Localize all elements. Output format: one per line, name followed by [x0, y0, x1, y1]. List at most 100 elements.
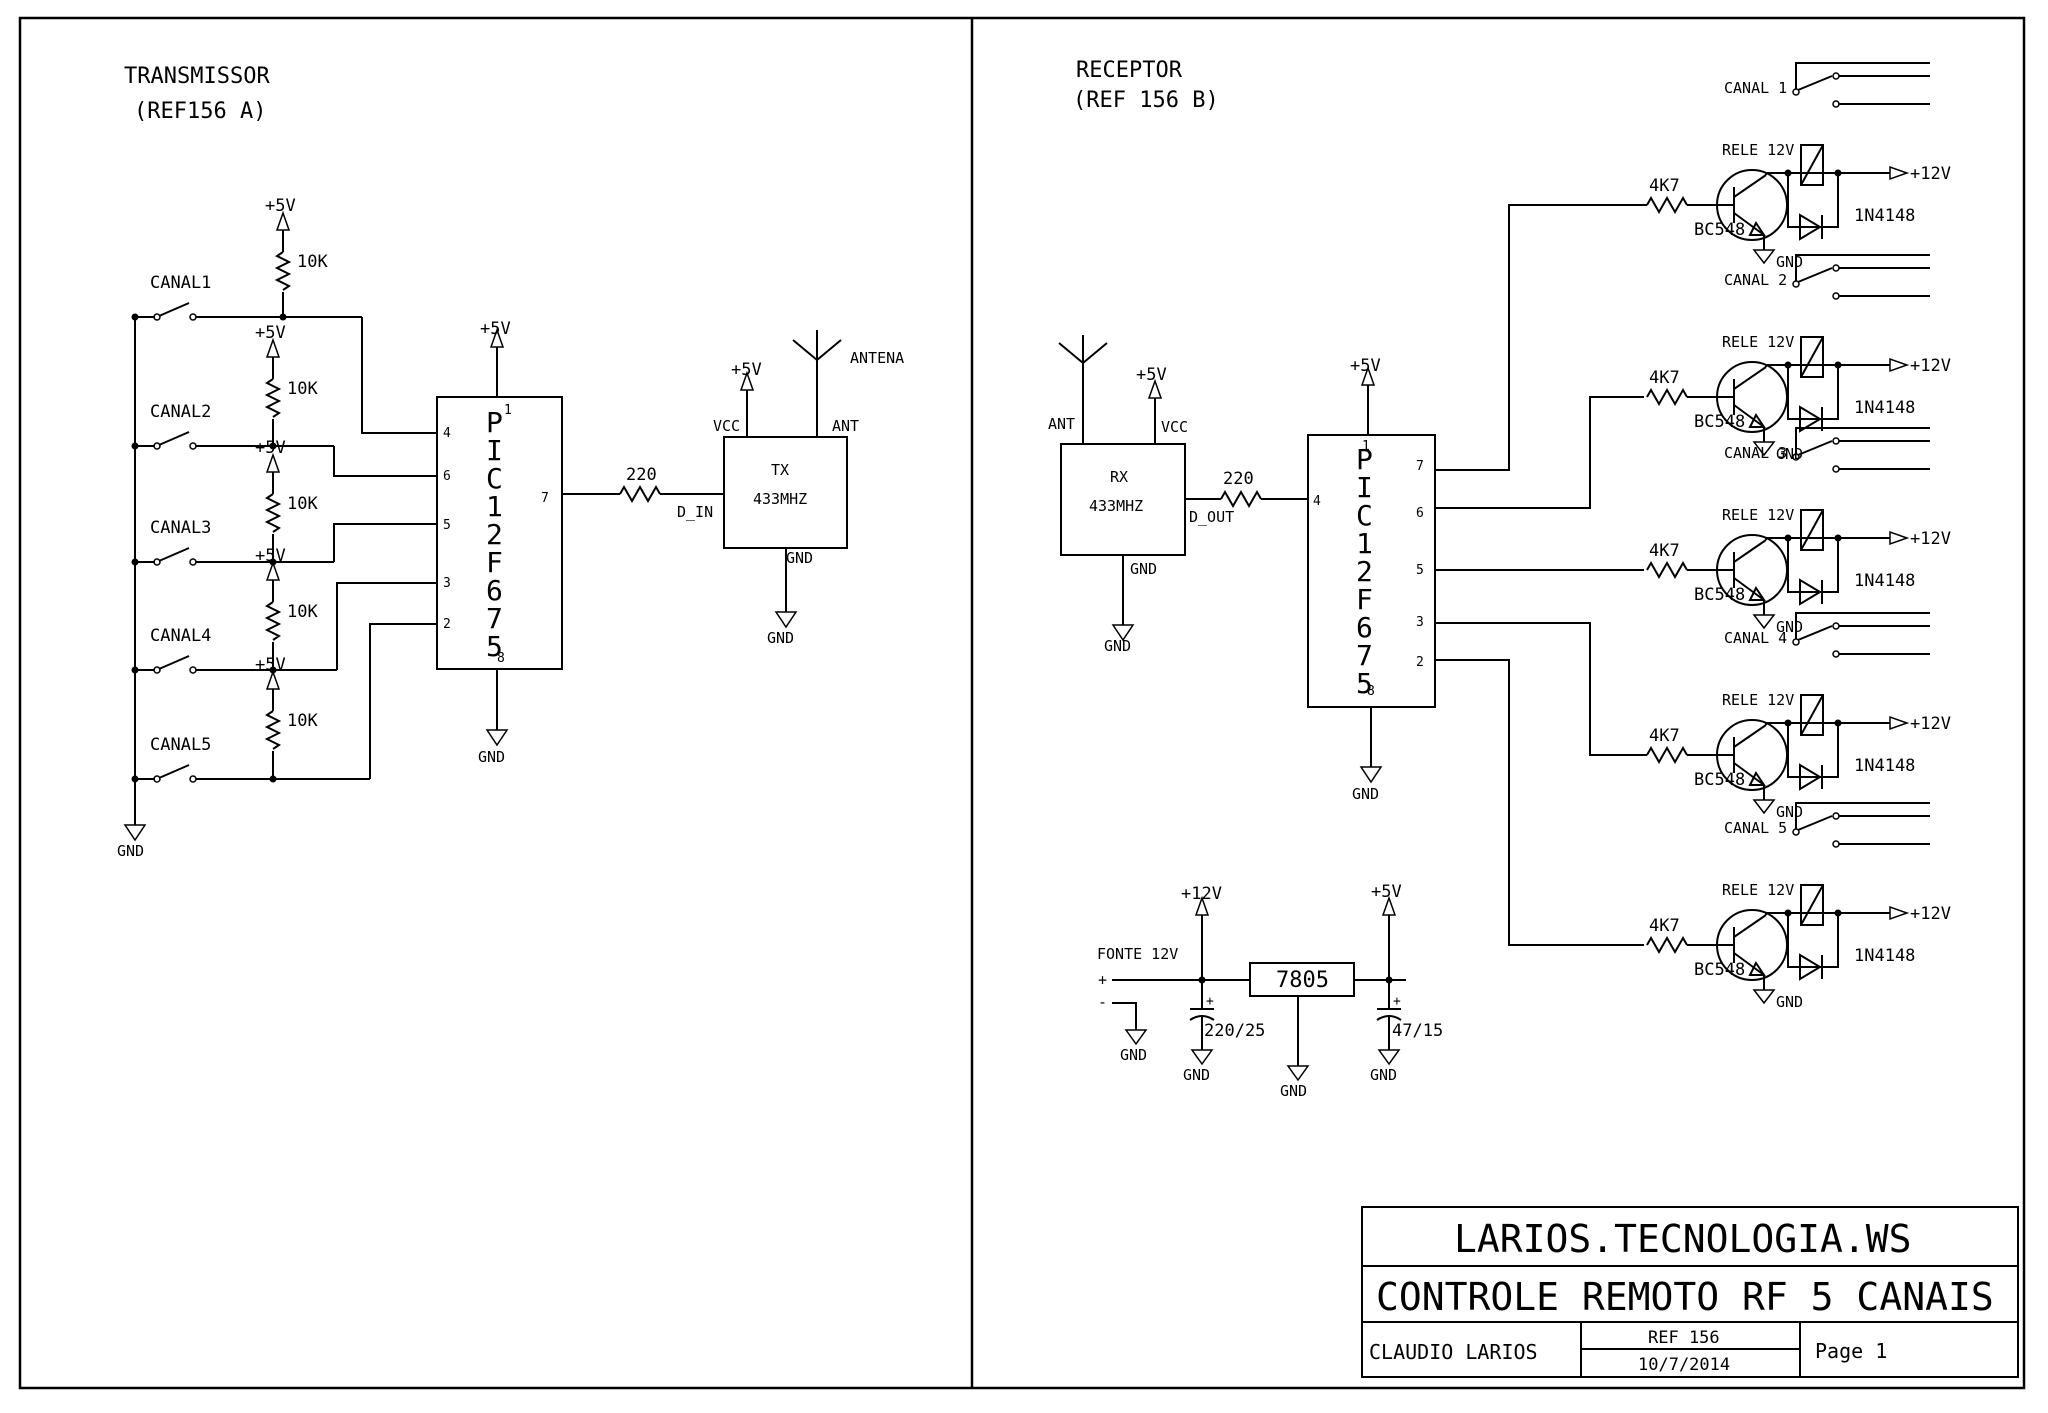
switch-1 [158, 302, 190, 317]
ant-label: ANT [832, 417, 859, 435]
relay-label: RELE 12V [1722, 506, 1794, 524]
ground-symbol [1752, 799, 1776, 815]
minus-label: - [1098, 993, 1107, 1011]
resistor-label: 10K [287, 711, 318, 731]
receiver-ref: (REF 156 B) [1073, 88, 1219, 113]
diode-label: 1N4148 [1854, 206, 1915, 226]
power-source-label: FONTE 12V [1097, 945, 1178, 963]
relay-label: RELE 12V [1722, 333, 1794, 351]
supply-label: +12V [1910, 164, 1951, 184]
pin-label: 7 [1416, 459, 1424, 474]
diode-1n4148 [1799, 405, 1822, 433]
ground-symbol [1752, 614, 1776, 630]
vcc-label: +5V [255, 323, 286, 343]
receiver-section: RECEPTOR (REF 156 B) RX 433MHZ ANT VCC G… [1048, 58, 1951, 1100]
regulator-label: 7805 [1276, 968, 1329, 993]
transistor-label: BC548 [1694, 412, 1745, 432]
pin-label: 4 [1313, 494, 1321, 509]
cap-plus-label: + [1206, 994, 1214, 1009]
transistor-label: BC548 [1694, 220, 1745, 240]
mcu-letter: 2 [1356, 555, 1373, 588]
resistor-label: 4K7 [1649, 916, 1680, 936]
supply-arrow-icon [1889, 905, 1910, 921]
relay-contacts [1795, 612, 1930, 639]
ground-symbol [1752, 989, 1776, 1005]
relay-coil [1800, 336, 1824, 378]
relay-label: RELE 12V [1722, 141, 1794, 159]
mcu-letter: F [486, 546, 503, 579]
v5-label: +5V [1371, 882, 1402, 902]
date: 10/7/2014 [1638, 1355, 1730, 1375]
cap1-label: 220/25 [1204, 1021, 1265, 1041]
resistor-220 [1220, 489, 1262, 509]
page-number: Page 1 [1815, 1339, 1887, 1363]
channel-label: CANAL1 [150, 273, 211, 293]
gnd-label: GND [1370, 1066, 1397, 1084]
mcu-letter: P [486, 406, 503, 439]
pin-label: 1 [1362, 439, 1370, 454]
resistor-label: 4K7 [1649, 176, 1680, 196]
relay-contacts [1795, 62, 1930, 89]
supply-label: +12V [1910, 904, 1951, 924]
ground-symbol [1111, 624, 1135, 642]
pin-label: 8 [1367, 684, 1375, 699]
site-title: LARIOS.TECNOLOGIA.WS [1454, 1217, 1912, 1261]
mcu-letter: I [1356, 471, 1373, 504]
channel-label: CANAL3 [150, 518, 211, 538]
vcc-arrow-icon [265, 669, 281, 690]
cap2-label: 47/15 [1392, 1021, 1443, 1041]
rx-label: RX [1110, 468, 1128, 486]
v12-label: +12V [1181, 884, 1222, 904]
resistor-label: 220 [1223, 469, 1254, 489]
mcu-letter: 7 [486, 602, 503, 635]
tx-mcu [436, 396, 563, 670]
cap-plus-label: + [1393, 994, 1401, 1009]
resistor-label: 10K [287, 602, 318, 622]
sheet-border [18, 16, 2026, 1390]
gnd-label: GND [1352, 785, 1379, 803]
gnd-label: GND [1120, 1046, 1147, 1064]
vcc-arrow-icon [265, 337, 281, 358]
mcu-letter: I [486, 434, 503, 467]
diode-1n4148 [1799, 763, 1822, 791]
mcu-letter: 1 [486, 490, 503, 523]
gnd-label: GND [767, 629, 794, 647]
title-block: LARIOS.TECNOLOGIA.WS CONTROLE REMOTO RF … [1361, 1206, 2019, 1378]
vcc-arrow-icon [489, 327, 505, 348]
transistor-label: BC548 [1694, 960, 1745, 980]
gnd-label: GND [1130, 560, 1157, 578]
tx-channels: CANAL1+5V10KCANAL2+5V10KCANAL3+5V10KCANA… [131, 196, 437, 783]
channel-label: CANAL 2 [1724, 271, 1787, 289]
gnd-label: GND [1104, 637, 1131, 655]
resistor-10k [264, 601, 282, 641]
gnd-label: GND [786, 549, 813, 567]
vcc-arrow-icon [275, 210, 291, 231]
channel-label: CANAL 5 [1724, 819, 1787, 837]
vcc-arrow-icon [265, 560, 281, 581]
relay-label: RELE 12V [1722, 691, 1794, 709]
gnd-label: GND [1776, 993, 1803, 1011]
resistor-10k [264, 493, 282, 533]
pin-label: 3 [1416, 615, 1424, 630]
mcu-letter: F [1356, 583, 1373, 616]
supply-label: +12V [1910, 356, 1951, 376]
resistor-10k [264, 378, 282, 418]
supply-arrow-icon [1889, 357, 1910, 373]
mcu-letter: 2 [486, 518, 503, 551]
resistor-4k7 [1646, 387, 1688, 407]
ground-symbol [123, 824, 147, 842]
rx-freq-label: 433MHZ [1089, 497, 1143, 515]
antenna-label: ANTENA [850, 349, 904, 367]
diode-label: 1N4148 [1854, 571, 1915, 591]
din-label: D_IN [677, 503, 713, 521]
resistor-label: 4K7 [1649, 726, 1680, 746]
pin-label: 3 [443, 576, 451, 591]
ant-label: ANT [1048, 415, 1075, 433]
